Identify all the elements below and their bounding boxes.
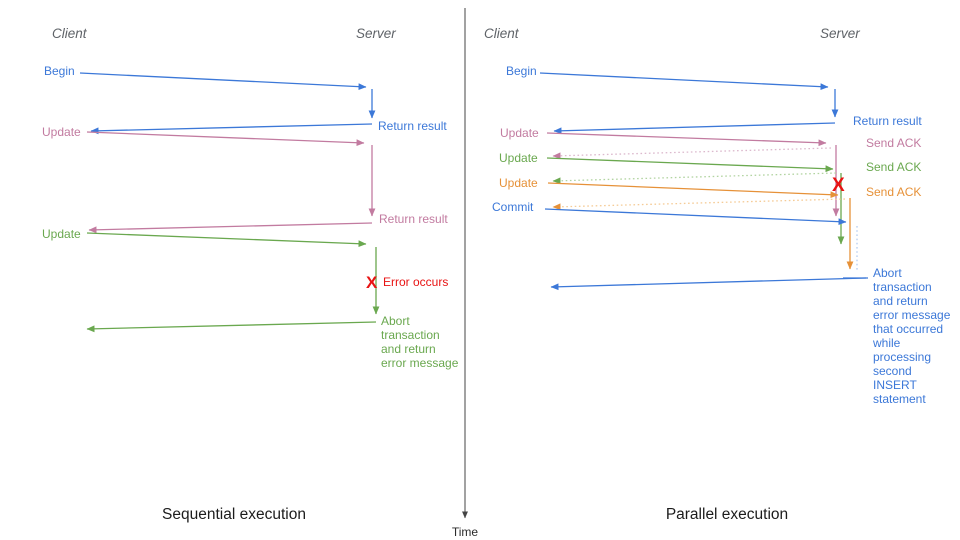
time-axis: Time	[452, 8, 479, 539]
seq-return-result-1-label: Return result	[378, 119, 447, 133]
seq-update-2-arrow	[86, 232, 367, 248]
par-commit-arrow	[544, 208, 847, 226]
seq-abort-arrow	[86, 321, 377, 333]
seq-begin-label: Begin	[44, 64, 75, 78]
seq-error-x-icon: X	[366, 273, 378, 292]
par-update-2-arrow	[546, 157, 834, 173]
parallel-client-header: Client	[484, 26, 520, 41]
parallel-server-header: Server	[820, 26, 860, 41]
par-send-ack-2-label: Send ACK	[866, 160, 921, 174]
seq-error-occurs-label: Error occurs	[383, 275, 448, 289]
par-send-ack-2-arrow	[552, 172, 837, 185]
seq-update-1-arrow	[86, 131, 365, 147]
par-update-1-label: Update	[500, 126, 539, 140]
time-axis-label: Time	[452, 525, 479, 539]
sequential-client-header: Client	[52, 26, 88, 41]
sequential-diagram: Client Server Begin Return result Update…	[42, 26, 459, 370]
seq-update-2-label: Update	[42, 227, 81, 241]
par-return-result-arrow	[553, 122, 836, 135]
par-send-ack-1-arrow	[552, 147, 832, 160]
par-error-x-icon: X	[832, 175, 845, 196]
par-update-1-arrow	[546, 132, 827, 147]
seq-return-result-2-label: Return result	[379, 212, 448, 226]
parallel-caption: Parallel execution	[666, 506, 788, 523]
par-send-ack-3-arrow	[552, 198, 846, 211]
sequential-caption: Sequential execution	[162, 506, 306, 523]
par-abort-arrow	[550, 277, 867, 291]
sequential-server-header: Server	[356, 26, 396, 41]
seq-begin-arrow	[79, 72, 367, 91]
seq-update-1-label: Update	[42, 125, 81, 139]
par-abort-message: Abort transaction and return error messa…	[872, 266, 954, 406]
parallel-diagram: Client Server Begin Return result Update…	[484, 26, 954, 406]
par-update-3-label: Update	[499, 176, 538, 190]
seq-return-result-1-arrow	[90, 123, 373, 135]
par-update-3-arrow	[547, 182, 839, 199]
par-send-ack-3-label: Send ACK	[866, 185, 921, 199]
par-commit-label: Commit	[492, 200, 534, 214]
par-update-2-label: Update	[499, 151, 538, 165]
par-return-result-label: Return result	[853, 114, 922, 128]
seq-return-result-2-arrow	[88, 222, 373, 234]
seq-abort-message: Abort transaction and return error messa…	[381, 314, 459, 370]
par-begin-arrow	[539, 72, 829, 91]
par-send-ack-1-label: Send ACK	[866, 136, 921, 150]
par-begin-label: Begin	[506, 64, 537, 78]
